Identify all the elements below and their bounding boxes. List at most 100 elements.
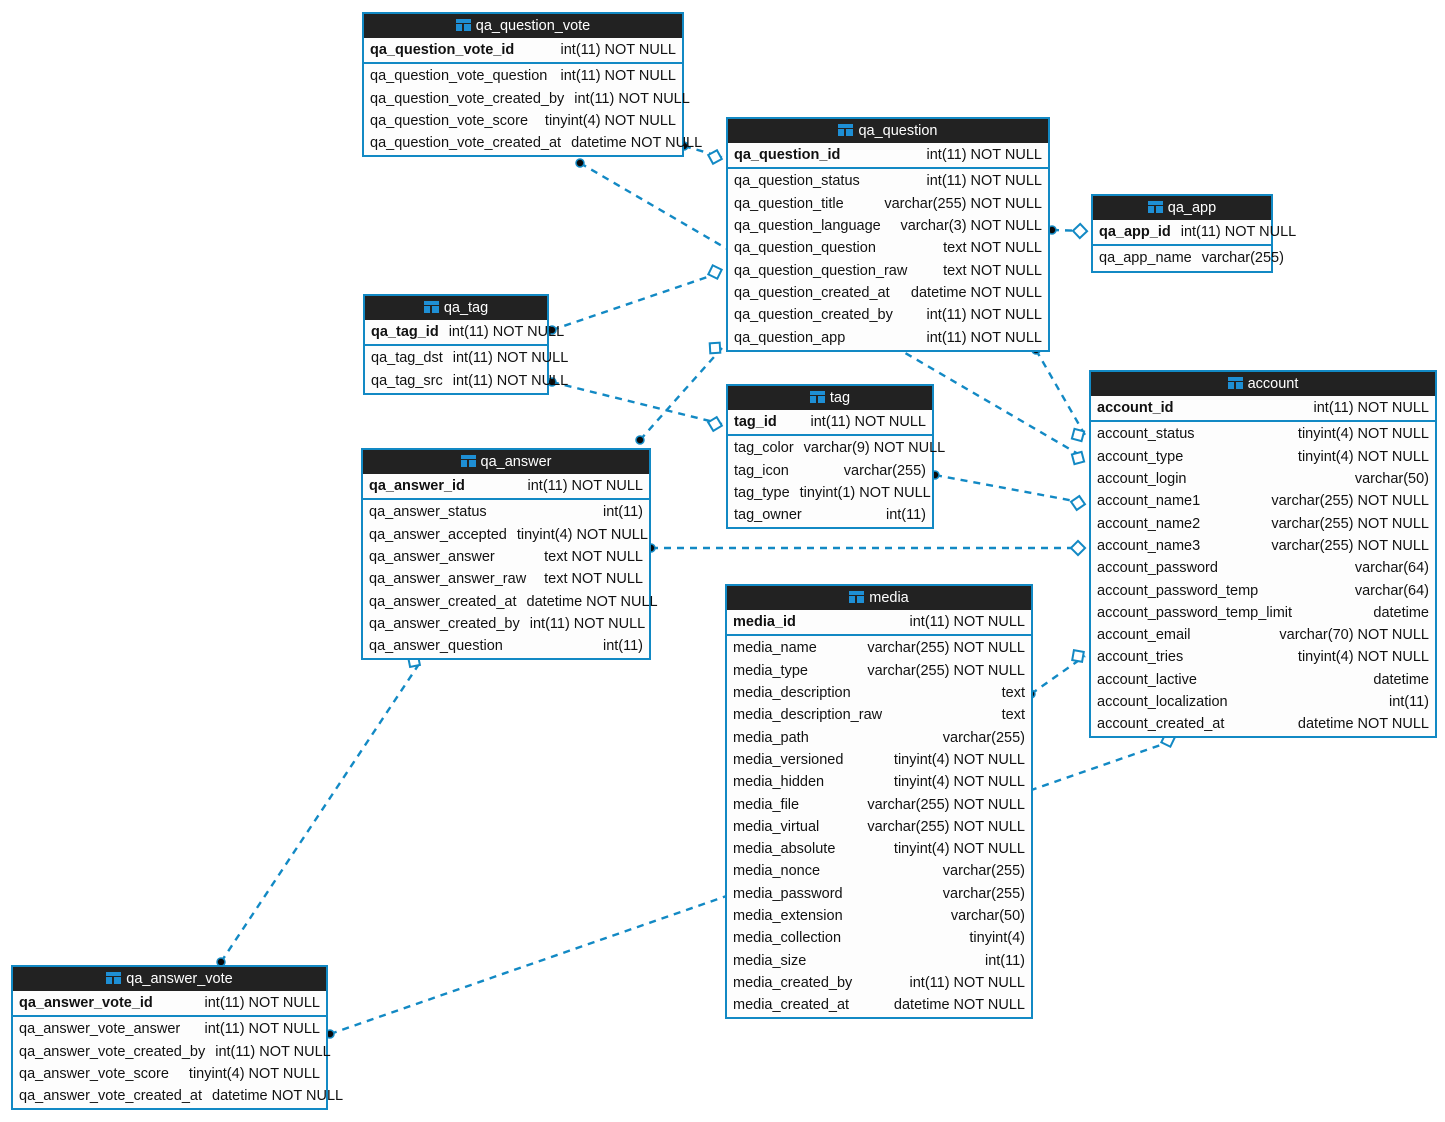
relation-rel-qtag-tag[interactable] bbox=[547, 377, 724, 433]
column-type: varchar(255) NOT NULL bbox=[867, 640, 1025, 657]
relation-rel-qtag-qq[interactable] bbox=[547, 263, 724, 335]
table-header-qa_question_vote[interactable]: qa_question_vote bbox=[364, 14, 682, 38]
column-name: qa_question_id bbox=[734, 147, 841, 164]
relation-rel-media-acct[interactable] bbox=[1026, 649, 1086, 699]
table-header-qa_app[interactable]: qa_app bbox=[1093, 196, 1271, 220]
table-header-account[interactable]: account bbox=[1091, 372, 1435, 396]
relation-rel-qans-acct[interactable] bbox=[646, 539, 1087, 557]
relation-rel-qav-qans[interactable] bbox=[216, 653, 422, 967]
table-header-qa_answer_vote[interactable]: qa_answer_vote bbox=[13, 967, 326, 991]
table-header-tag[interactable]: tag bbox=[728, 386, 932, 410]
table-header-qa_tag[interactable]: qa_tag bbox=[365, 296, 547, 320]
relation-rel-tag-acct[interactable] bbox=[930, 470, 1087, 512]
relation-rel-qans-qq[interactable] bbox=[635, 341, 723, 445]
relation-rel-qq-acct[interactable] bbox=[1031, 345, 1087, 443]
table-title: qa_answer bbox=[480, 454, 552, 471]
table-header-media[interactable]: media bbox=[727, 586, 1031, 610]
table-header-qa_question[interactable]: qa_question bbox=[728, 119, 1048, 143]
relation-rel-qq-qapp[interactable] bbox=[1047, 222, 1089, 240]
table-header-qa_answer[interactable]: qa_answer bbox=[363, 450, 649, 474]
